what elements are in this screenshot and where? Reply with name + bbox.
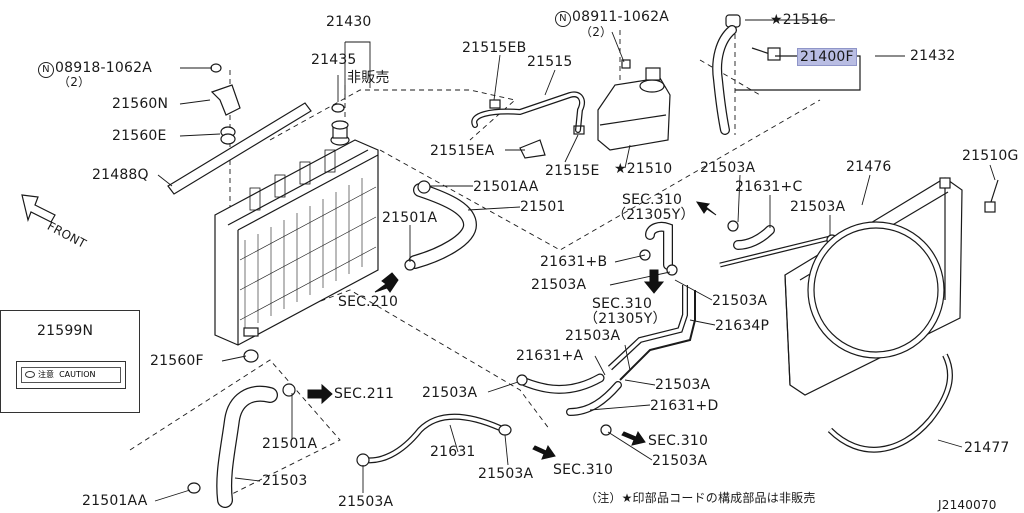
label-21503A-m1: 21503A [531,277,587,293]
label-sec210: SEC.210 [338,294,399,310]
label-21477: 21477 [964,440,1010,456]
reservoir-tank [597,59,671,151]
label-21515EA: 21515EA [430,143,495,159]
caution-en: CAUTION [59,370,96,379]
arrow-sec310-bottom [532,444,556,460]
bracket [210,84,241,116]
arrow-sec210 [374,272,399,293]
label-sec310-b: SEC.310 [592,296,653,312]
label-21503A-r1: 21503A [700,160,756,176]
label-21560N: 21560N [112,96,169,112]
arrow-sec310-mid [643,269,665,294]
label-21503-lower: 21503 [262,473,308,489]
label-21503A-m7: 21503A [478,466,534,482]
label-21515EB: 21515EB [462,40,527,56]
caution-label-legend: 21599N 注意 CAUTION [0,310,140,413]
label-21634P: 21634P [715,318,770,334]
circle-n-symbol-2: N [555,11,571,27]
label-sec310-c: SEC.310 [648,433,709,449]
caution-jp: 注意 [38,370,54,379]
label-sec310-d: SEC.310 [553,462,614,478]
label-21503A-bottom: 21503A [338,494,394,510]
label-21503A-m4: 21503A [422,385,478,401]
label-not-for-sale: 非販売 [347,70,390,86]
caution-plate: 注意 CAUTION [16,361,126,389]
label-sec310-a: SEC.310 [622,192,683,208]
arrow-sec310-right [621,430,646,446]
label-21599N: 21599N [37,323,94,339]
footnote: （注）★印部品コードの構成部品は非販売 [585,491,816,505]
label-sec211: SEC.211 [334,386,395,402]
star-symbol: ★ [614,161,627,177]
label-08911-qty: （2） [580,25,613,39]
label-21631C: 21631+C [735,179,803,195]
label-21510G: 21510G [962,148,1019,164]
label-21631: 21631 [430,444,476,460]
caution-oval-icon [25,371,35,378]
star-symbol-2: ★ [770,12,783,28]
label-21476: 21476 [846,159,892,175]
label-21503A-r2: 21503A [790,199,846,215]
label-21501A-upper: 21501A [382,210,438,226]
label-21515: 21515 [527,54,573,70]
label-21503A-m6: 21503A [652,453,708,469]
front-arrow [21,194,56,223]
label-21503A-m5: 21503A [655,377,711,393]
seal-strip [167,102,312,195]
label-21430: 21430 [326,14,372,30]
radiator [214,120,379,363]
label-21560F: 21560F [150,353,204,369]
arrow-sec310-top [695,201,717,216]
label-21501AA-lower: 21501AA [82,493,148,509]
arrow-sec211 [307,383,333,405]
label-21432: 21432 [910,48,956,64]
label-21435: 21435 [311,52,357,68]
circle-n-symbol: N [38,62,54,78]
label-08918-qty: （2） [58,75,91,89]
label-21631A: 21631+A [516,348,584,364]
label-21631B: 21631+B [540,254,608,270]
label-21503A-m3: 21503A [565,328,621,344]
label-21560E: 21560E [112,128,167,144]
label-21515E: 21515E [545,163,600,179]
label-21501A-lower: 21501A [262,436,318,452]
label-21503A-m2: 21503A [712,293,768,309]
label-21488Q: 21488Q [92,167,149,183]
label-21510: ★21510 [614,161,673,177]
label-sec310-b-sub: （21305Y） [584,311,667,327]
label-21501AA-upper: 21501AA [473,179,539,195]
label-21516: ★21516 [770,12,829,28]
diagram-id: J2140070 [938,498,997,512]
label-21631D: 21631+D [650,398,719,414]
label-21400F[interactable]: 21400F [797,48,857,66]
label-sec310-a-sub: （21305Y） [612,207,695,223]
label-21501: 21501 [520,199,566,215]
fan-shroud [784,177,963,396]
